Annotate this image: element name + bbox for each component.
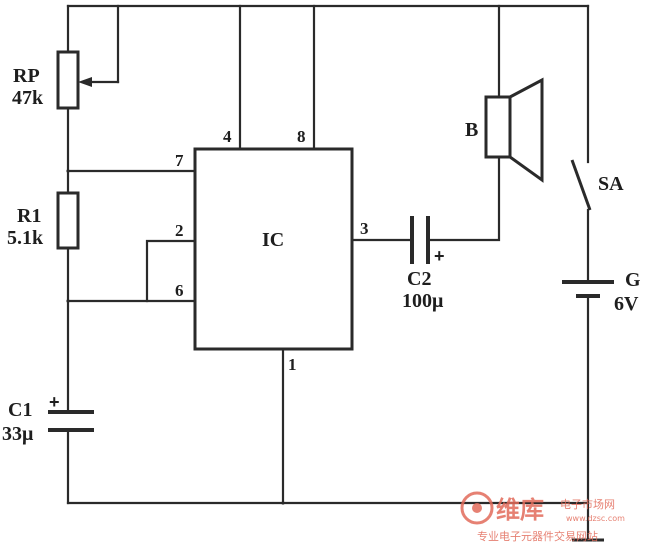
watermark: 维库 电子市场网 www.dzsc.com 专业电子元器件交易网站: [460, 491, 625, 543]
rp-value: 47k: [12, 87, 44, 109]
speaker-magnet: [484, 95, 512, 159]
c2-plus-sign: +: [434, 246, 445, 266]
r1-name: R1: [17, 205, 41, 227]
wire-pin2: [145, 239, 197, 303]
wires: [66, 4, 604, 542]
capacitor-c1: + C1 33μ: [2, 392, 94, 445]
c1-value: 33μ: [2, 423, 34, 445]
battery-value: 6V: [614, 293, 639, 315]
watermark-logo-dot: [472, 503, 482, 513]
battery-g: G 6V: [562, 269, 641, 315]
r1-body: [56, 191, 80, 250]
ic-pin-7: 7: [175, 151, 184, 170]
speaker-cone: [508, 77, 544, 183]
rp-body: [56, 50, 80, 110]
ic-body: [193, 147, 354, 351]
watermark-brand: 维库: [496, 496, 544, 524]
ic-pin-3: 3: [360, 219, 369, 238]
ic-pin-6: 6: [175, 281, 184, 300]
wiper-arrowhead: [78, 77, 92, 87]
rp-name: RP: [13, 65, 40, 87]
switch-blade: [570, 159, 592, 211]
junction-dot: [66, 299, 70, 303]
junctions: [66, 169, 285, 505]
junction-dot: [281, 501, 285, 505]
speaker-b: B: [465, 77, 544, 183]
speaker-name: B: [465, 119, 478, 141]
ic-pin-2: 2: [175, 221, 184, 240]
capacitor-c2: + C2 100μ: [402, 216, 445, 312]
watermark-url: www.dzsc.com: [566, 514, 625, 523]
r1-value: 5.1k: [7, 227, 44, 249]
c2-value: 100μ: [402, 290, 444, 312]
ic-pin-1: 1: [288, 355, 297, 374]
ic-chip: IC 4 8 7 2 6 3 1: [175, 127, 369, 374]
wire-c2-speaker: [426, 155, 501, 242]
c1-plus-sign: +: [49, 392, 60, 412]
ic-pin-4: 4: [223, 127, 232, 146]
ic-name: IC: [262, 229, 284, 251]
resistor-r1: R1 5.1k: [7, 191, 80, 250]
battery-name: G: [625, 269, 641, 291]
c2-name: C2: [407, 268, 431, 290]
watermark-site: 电子市场网: [560, 497, 615, 511]
junction-dot: [66, 169, 70, 173]
ic-pin-8: 8: [297, 127, 306, 146]
switch-sa: SA: [570, 159, 624, 211]
c1-name: C1: [8, 399, 32, 421]
potentiometer-rp: RP 47k: [12, 50, 92, 110]
watermark-logo-icon: [460, 491, 494, 525]
switch-name: SA: [598, 173, 624, 195]
watermark-tagline: 专业电子元器件交易网站: [477, 529, 598, 543]
